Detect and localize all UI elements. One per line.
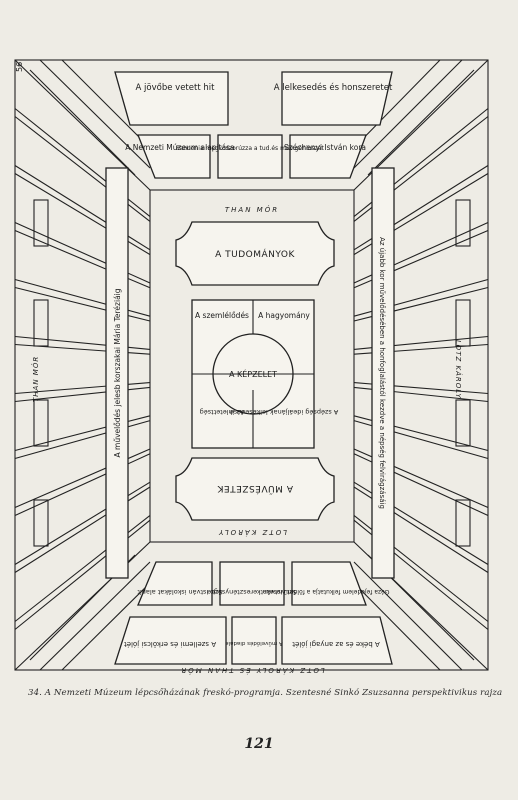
lotz-karoly-right-label: LOTZ KÁROLY	[454, 340, 463, 399]
than-mor-left-label: THAN MÓR	[31, 356, 40, 402]
lotz-karoly-inner-label: LOTZ KÁROLY	[217, 528, 287, 537]
tudomanyok-text: A TUDOMÁNYOK	[215, 248, 295, 260]
svg-text:Pannonia megkoszorúzza a tud.é: Pannonia megkoszorúzza a tud.és műv.géni…	[176, 145, 324, 152]
muveszetek-text: A MŰVÉSZETEK	[216, 483, 292, 495]
left-beam-line	[14, 286, 151, 322]
bottom-second-row: Szt. István iskolákat alapít Szt. István…	[137, 561, 390, 606]
left-beam-line	[14, 481, 151, 565]
lotz-than-bottom-label: LOTZ KÁROLY ÉS THAN MÓR	[179, 666, 324, 675]
second-row-right-text: Széchenyi István kora	[284, 143, 366, 152]
right-frieze-text: Az újabb kor művelődésében a honfoglalás…	[378, 237, 387, 509]
second-row-center-text: Pannonia megkoszorúzza a tud.és műv.géni…	[176, 145, 324, 152]
bottom-panels: A szellemi és erkölcsi jólét A művelődés…	[114, 616, 393, 665]
bottom-center-text: A művelődés diadala	[225, 640, 283, 647]
ceiling-center: A szemlélődés A hagyomány A KÉPZELET A s…	[191, 299, 339, 449]
left-frieze: A művelődés jelesb korszakai Mária Teréz…	[105, 167, 129, 579]
svg-text:Széchenyi István kora: Széchenyi István kora	[284, 143, 366, 152]
left-beam-line	[14, 278, 151, 317]
second-row-left-text: A Nemzeti Múzeum alapítása	[125, 143, 234, 152]
than-mor-top-label: THAN MÓR	[225, 205, 279, 214]
left-beam-line	[14, 173, 151, 256]
szemlelodes-text: A szemlélődés	[195, 311, 249, 320]
top-panel-left: A jövőbe vetett hit	[114, 71, 229, 126]
corner-number: 56	[15, 62, 24, 72]
left-frieze-text: A művelődés jelesb korszakai Mária Teréz…	[113, 288, 122, 457]
svg-text:A jövőbe vetett hit: A jövőbe vetett hit	[136, 83, 216, 93]
bottom-right-text: A béke és az anyagi jólét	[292, 640, 380, 648]
svg-text:A lelkesedés és honszeretet: A lelkesedés és honszeretet	[274, 82, 393, 93]
bottom-second-center-text: Szt. István kereszténységre	[207, 588, 297, 596]
bottom-second-right-text: Géza fejedelem felkutatja a földműveseke…	[260, 588, 390, 595]
szepseg-text: A szépség ideáljának lelkesedése	[230, 408, 339, 416]
left-beam-line	[14, 415, 151, 452]
right-frieze: Az újabb kor művelődésében a honfoglalás…	[371, 167, 395, 579]
left-beam-line	[14, 165, 151, 251]
ihletettseg-text: Az ihletettség	[200, 408, 245, 416]
side-recesses	[33, 199, 471, 547]
hagyomany-text: A hagyomány	[258, 311, 310, 320]
left-beam-line	[14, 453, 151, 517]
left-beam-line	[14, 420, 151, 460]
bottom-left-text: A szellemi és erkölcsi jólét	[124, 640, 216, 648]
kepzelet-text: A KÉPZELET	[229, 368, 277, 379]
ceiling-muveszetek: A MŰVÉSZETEK	[175, 457, 335, 521]
figure-caption: 34. A Nemzeti Múzeum lépcsőházának fresk…	[28, 688, 503, 698]
left-beam-line	[14, 229, 151, 289]
svg-text:A Nemzeti Múzeum alapítása: A Nemzeti Múzeum alapítása	[125, 143, 234, 152]
left-beam-line	[14, 519, 151, 630]
second-row-panels: A Nemzeti Múzeum alapítása Pannonia megk…	[125, 134, 367, 179]
top-panel-right: A lelkesedés és honszeretet	[274, 71, 393, 126]
top-right-text: A lelkesedés és honszeretet	[274, 82, 393, 93]
page-number: 121	[244, 736, 274, 752]
bottom-second-left-text: Szt. István iskolákat alapít	[137, 588, 223, 596]
top-left-text: A jövőbe vetett hit	[136, 83, 216, 93]
ceiling-tudomanyok: A TUDOMÁNYOK	[175, 221, 335, 286]
left-beam-line	[14, 335, 151, 350]
left-beam-line	[14, 448, 151, 509]
left-beam-line	[14, 116, 151, 222]
left-beam-line	[14, 221, 151, 284]
